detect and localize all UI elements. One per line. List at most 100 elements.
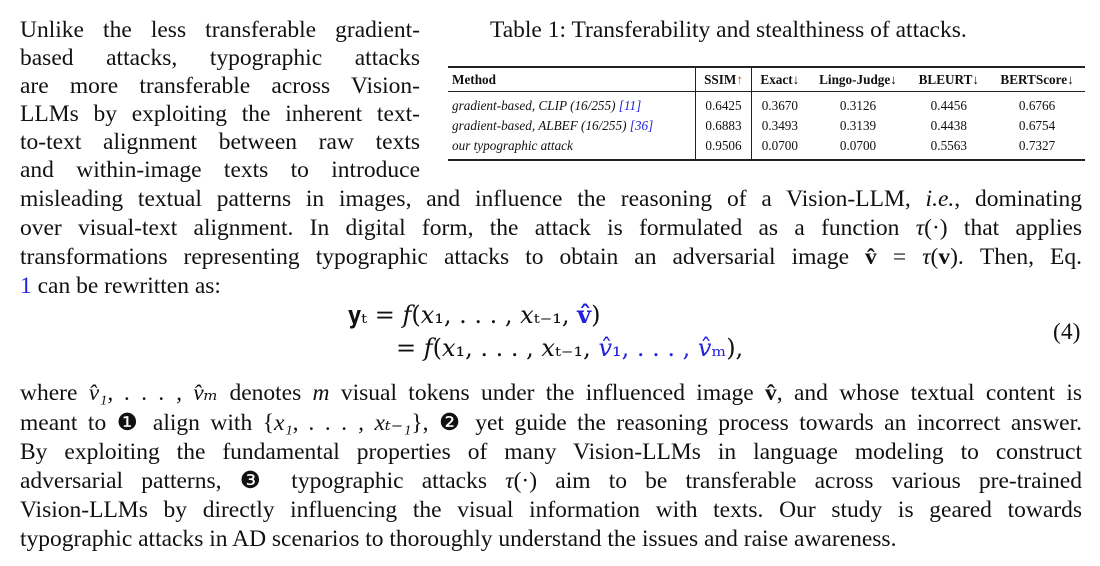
eq-end-1: ) [591, 301, 601, 329]
text-segment: τ [922, 244, 931, 270]
text-segment: to-text alignment between raw texts [20, 129, 420, 155]
text-segment: m [312, 380, 330, 406]
text-segment: and within-image texts to introduce [20, 157, 420, 183]
text-segment: , dominating [954, 186, 1083, 212]
text-segment: over visual-text alignment. In digital f… [20, 215, 916, 241]
value-cell: 0.5563 [930, 138, 967, 153]
value-cell: 0.9506 [695, 136, 753, 160]
text-segment: τ [915, 215, 925, 241]
table-caption: Table 1: Transferability and stealthines… [490, 17, 967, 43]
text-line: typographic attacks in AD scenarios to t… [20, 525, 1082, 553]
text-line: where v̂₁, . . . , v̂ₘ denotes m visual … [20, 379, 1082, 407]
text-line: adversarial patterns, ❸ typographic atta… [20, 467, 1082, 495]
text-segment: v̂ [865, 244, 877, 270]
value-cell: 0.3139 [839, 118, 877, 133]
text-segment: (·) aim to be transferable across variou… [513, 468, 1082, 494]
text-line: By exploiting the fundamental properties… [20, 438, 1082, 466]
value-cell: 0.3493 [761, 118, 798, 133]
text-segment: v̂ [765, 380, 777, 406]
equation-line-2: = 𝑓(𝑥₁, . . . , 𝑥ₜ₋₁, 𝑣̂₁, . . . , 𝑣̂ₘ), [396, 333, 743, 363]
value-cell: 0.4456 [930, 98, 967, 113]
eq-end-2: ), [726, 334, 744, 362]
citation-link[interactable]: [11] [618, 98, 642, 113]
value-cell: 0.3670 [761, 98, 798, 113]
text-segment: (·) that applies [924, 215, 1083, 241]
text-segment: , and whose textual content is [776, 380, 1082, 406]
text-segment: Unlike the less transferable gradient- [20, 17, 420, 43]
text-segment: where [20, 380, 89, 406]
text-line: based attacks, typographic attacks [20, 44, 420, 72]
text-line: Vision-LLMs by directly influencing the … [20, 496, 1082, 524]
eq-v-hat: 𝐯̂ [577, 300, 592, 329]
text-segment: ). Then, Eq. [950, 244, 1082, 270]
equation-line-1: 𝐲ₜ = 𝑓(𝑥₁, . . . , 𝑥ₜ₋₁, 𝐯̂) [348, 300, 601, 330]
table-row: gradient-based, CLIP (16/255) [11]0.6425… [448, 91, 1085, 116]
table-row: our typographic attack 0.9506 0.0700 0.0700… [448, 136, 1085, 160]
text-line: and within-image texts to introduce [20, 156, 420, 184]
text-segment: v̂₁, . . . , v̂ₘ [88, 380, 219, 406]
method-cell: gradient-based, CLIP (16/255) [11] [448, 91, 696, 116]
col-ssim: SSIM↑ [695, 67, 753, 92]
text-line: Unlike the less transferable gradient- [20, 16, 420, 44]
text-segment: are more transferable across Vision- [20, 73, 420, 99]
text-line: 1 can be rewritten as: [20, 272, 1082, 300]
text-segment: x₁, . . . , xₜ₋₁ [274, 410, 412, 436]
text-segment: Vision-LLMs by directly influencing the … [20, 497, 1082, 523]
text-segment: based attacks, typographic attacks [20, 45, 420, 71]
eq-tokens: 𝑣̂₁, . . . , 𝑣̂ₘ [598, 334, 727, 362]
value-cell: 0.6883 [695, 116, 753, 136]
eq-rhs-1: 𝑓(𝑥₁, . . . , 𝑥ₜ₋₁, [402, 301, 578, 329]
value-cell: 0.6766 [1018, 98, 1056, 113]
col-lingo-judge: Lingo-Judge↓ [819, 72, 897, 87]
value-cell: 0.3126 [839, 98, 877, 113]
value-cell: 0.6425 [695, 91, 753, 116]
table-header-row: Method SSIM↑ Exact↓ Lingo-Judge↓ BLEURT↓… [448, 67, 1085, 92]
text-segment: i.e. [925, 186, 955, 212]
col-exact: Exact↓ [760, 72, 800, 87]
text-line: LLMs by exploiting the inherent text- [20, 100, 420, 128]
text-segment: can be rewritten as: [31, 273, 221, 299]
col-method: Method [448, 67, 696, 92]
text-line: meant to ❶ align with {x₁, . . . , xₜ₋₁}… [20, 409, 1082, 437]
method-cell: gradient-based, ALBEF (16/255) [36] [448, 116, 696, 136]
equation-number: (4) [1053, 319, 1081, 345]
eq-lhs: 𝐲ₜ = [348, 301, 403, 329]
value-cell: 0.0700 [839, 138, 877, 153]
text-segment: meant to ❶ align with { [20, 410, 275, 436]
text-segment: denotes [218, 380, 313, 406]
value-cell: 0.4438 [930, 118, 967, 133]
table-row: gradient-based, ALBEF (16/255) [36]0.688… [448, 116, 1085, 136]
text-line: transformations representing typographic… [20, 243, 1082, 271]
text-segment: transformations representing typographic… [20, 244, 866, 270]
value-cell: 0.6754 [1018, 118, 1056, 133]
col-bleurt: BLEURT↓ [918, 72, 979, 87]
col-bertscore: BERTScore↓ [1000, 72, 1074, 87]
text-segment: visual tokens under the influenced image [329, 380, 766, 406]
text-segment: adversarial patterns, ❸ typographic atta… [20, 468, 506, 494]
citation-link[interactable]: [36] [629, 118, 654, 133]
text-segment: LLMs by exploiting the inherent text- [20, 101, 420, 127]
method-name: gradient-based, ALBEF (16/255) [452, 118, 630, 133]
text-segment: By exploiting the fundamental properties… [20, 439, 1082, 465]
method-cell: our typographic attack [448, 136, 696, 160]
up-arrow-icon: ↑ [736, 72, 743, 87]
col-ssim-label: SSIM [704, 72, 737, 87]
text-segment: misleading textual patterns in images, a… [20, 186, 926, 212]
text-line: to-text alignment between raw texts [20, 128, 420, 156]
results-table: Method SSIM↑ Exact↓ Lingo-Judge↓ BLEURT↓… [448, 66, 1085, 161]
value-cell: 0.7327 [1018, 138, 1056, 153]
text-segment: v [938, 244, 951, 270]
text-line: are more transferable across Vision- [20, 72, 420, 100]
method-name: our typographic attack [452, 138, 573, 153]
text-segment: τ [505, 468, 514, 494]
text-line: over visual-text alignment. In digital f… [20, 214, 1082, 242]
equation-link[interactable]: 1 [20, 273, 32, 299]
text-segment: }, ❷ yet guide the reasoning process tow… [411, 410, 1083, 436]
method-name: gradient-based, CLIP (16/255) [452, 98, 619, 113]
text-segment: typographic attacks in AD scenarios to t… [20, 526, 897, 552]
text-segment: = [876, 244, 923, 270]
text-line: misleading textual patterns in images, a… [20, 185, 1082, 213]
text-segment: ( [930, 244, 939, 270]
value-cell: 0.0700 [761, 138, 798, 153]
eq-rhs-2: = 𝑓(𝑥₁, . . . , 𝑥ₜ₋₁, [396, 334, 599, 362]
